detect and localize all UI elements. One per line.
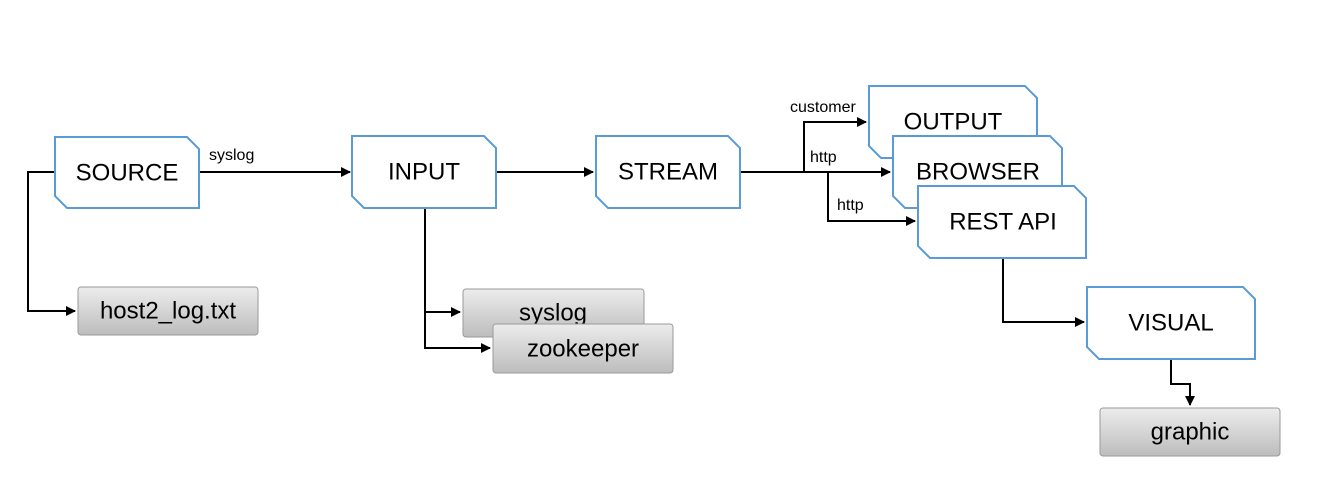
edge-label-http-browser: http <box>810 149 837 166</box>
node-stream-label: STREAM <box>618 159 718 186</box>
node-stream[interactable]: STREAM <box>595 135 741 209</box>
store-graphic[interactable]: graphic <box>1099 407 1281 457</box>
store-host2-log[interactable]: host2_log.txt <box>77 286 259 336</box>
store-host2-log-label: host2_log.txt <box>100 298 236 325</box>
node-input-label: INPUT <box>388 159 460 186</box>
store-zookeeper-label: zookeeper <box>527 336 639 363</box>
node-browser-label: BROWSER <box>916 159 1040 186</box>
store-graphic-label: graphic <box>1151 419 1230 446</box>
edge-labels: syslog customer http http <box>209 99 864 214</box>
connectors <box>27 117 1195 406</box>
edge-source-host2log <box>27 171 76 316</box>
edge-restapi-visual <box>1002 258 1085 327</box>
node-visual-label: VISUAL <box>1128 310 1213 337</box>
store-syslog-label: syslog <box>519 300 587 327</box>
node-output-label: OUTPUT <box>904 109 1003 136</box>
edge-label-customer: customer <box>790 99 856 116</box>
node-input[interactable]: INPUT <box>351 135 497 209</box>
node-restapi-label: REST API <box>949 209 1057 236</box>
edge-visual-graphic <box>1170 360 1195 406</box>
edge-stream-output <box>740 117 867 173</box>
edge-input-syslog <box>424 208 461 317</box>
node-source[interactable]: SOURCE <box>54 136 200 209</box>
edge-label-syslog: syslog <box>209 147 254 164</box>
node-visual[interactable]: VISUAL <box>1086 286 1256 360</box>
node-restapi[interactable]: REST API <box>917 185 1087 259</box>
node-source-label: SOURCE <box>76 160 179 187</box>
store-zookeeper[interactable]: zookeeper <box>492 323 674 374</box>
edge-label-http-restapi: http <box>837 197 864 214</box>
edge-input-zookeeper <box>424 312 491 353</box>
edge-stream-restapi <box>827 172 916 226</box>
